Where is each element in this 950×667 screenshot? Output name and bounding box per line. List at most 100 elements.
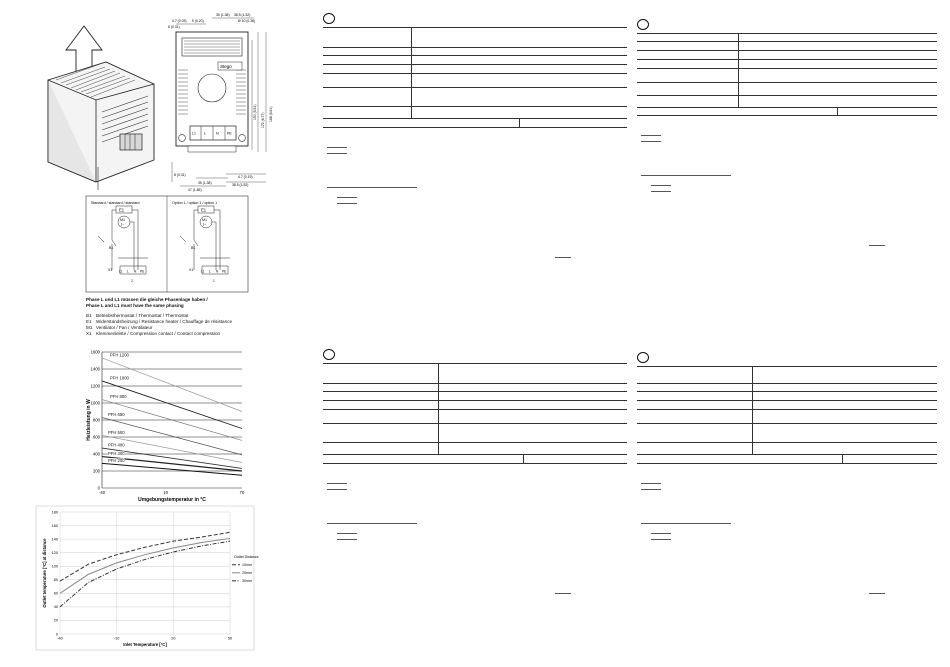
series-label: PFH 800 <box>110 394 127 399</box>
legend-code-x1: X1 <box>86 331 92 336</box>
y-tick-label: 1600 <box>91 349 101 354</box>
text-rule <box>651 539 671 540</box>
chart-frame <box>35 505 255 651</box>
b1-right: B1 <box>191 246 195 250</box>
x-tick-label: 10 <box>163 490 168 495</box>
text-rule <box>327 153 347 154</box>
text-rule <box>641 175 731 176</box>
text-rule <box>641 483 661 484</box>
table-top-rule <box>637 33 937 34</box>
table-row-rule <box>323 73 627 74</box>
term-left-1: L <box>127 270 129 274</box>
language-flag-icon <box>323 13 335 24</box>
term-right-2: N <box>216 270 219 274</box>
y-tick-label: 0 <box>98 485 101 490</box>
table-row-rule <box>637 383 937 384</box>
table-row-rule <box>323 400 627 401</box>
term-right-1: L <box>209 270 211 274</box>
table-row-rule <box>323 127 627 128</box>
series-label: PFH 200 <box>108 458 125 463</box>
table-row-rule <box>637 107 937 108</box>
text-rule <box>337 203 357 204</box>
text-rule <box>327 187 417 188</box>
y-tick-label: 40 <box>54 605 58 609</box>
terminal-label-2: N <box>216 132 219 136</box>
y-axis-label: Heizleistung in W <box>86 399 92 441</box>
table-row-rule <box>637 41 937 42</box>
dim-label-14: 8 (0.31) <box>174 173 186 177</box>
y-tick-label: 800 <box>93 417 101 422</box>
series-label: PFH 400 <box>108 443 125 448</box>
table-column-rule <box>523 454 524 463</box>
e1-left: E1 <box>119 208 125 213</box>
text-rule <box>869 245 885 246</box>
term-right-0: L1 <box>201 270 205 274</box>
term-left-2: N <box>134 270 137 274</box>
text-rule <box>337 197 357 198</box>
table-row-rule <box>323 383 627 384</box>
text-rule <box>555 257 571 258</box>
text-rule <box>337 539 357 540</box>
x-tick-label: -10 <box>114 637 120 641</box>
legend-text-e1: Widerstandsheizung / Resistance heater /… <box>96 319 233 324</box>
text-rule <box>327 483 347 484</box>
product-illustration <box>47 25 155 190</box>
y-tick-label: 600 <box>93 434 101 439</box>
language-flag-icon <box>323 349 335 360</box>
series-line <box>59 531 231 582</box>
text-rule <box>327 489 347 490</box>
dim-label-7: 168 (6.61) <box>269 107 273 122</box>
legend-label: 30mm <box>242 579 252 583</box>
table-column-rule <box>438 363 439 454</box>
x1-left: X1 <box>108 268 112 272</box>
series-line <box>101 357 243 412</box>
y-tick-label: 20 <box>54 619 58 623</box>
wiring-left-title: Standard / standard / standard <box>91 201 140 205</box>
table-row-rule <box>637 409 937 410</box>
table-row-rule <box>637 463 937 464</box>
table-row-rule <box>323 118 627 119</box>
table-row-rule <box>637 50 937 51</box>
y-tick-label: 140 <box>52 537 58 541</box>
table-top-rule <box>323 363 627 364</box>
series-line <box>101 417 243 456</box>
wiring-diagram: Standard / standard / standard Option 1 … <box>85 195 249 293</box>
label-2-left: 2 <box>131 279 133 283</box>
series-line <box>101 434 243 463</box>
series-label: PFH 1000 <box>110 375 130 380</box>
dimension-drawing: Stego L1 L N PE 35 (1.38) 38.5 (1.52) 0.… <box>168 13 273 192</box>
m1-right-sub: 1~ <box>203 223 207 227</box>
table-row-rule <box>637 68 937 69</box>
table-row-rule <box>323 423 627 424</box>
brand-text: Stego <box>220 64 232 69</box>
text-rule <box>651 191 671 192</box>
dim-label-4: Ø 10 (0.38) <box>238 19 255 23</box>
table-row-rule <box>323 106 627 107</box>
term-left-3: PE <box>140 270 144 274</box>
table-column-rule <box>411 27 412 118</box>
table-row-rule <box>323 463 627 464</box>
legend-text-m1: Ventilator / Fan / Ventilateur <box>96 325 153 330</box>
text-rule <box>869 593 885 594</box>
y-tick-label: 1400 <box>91 366 101 371</box>
language-flag-icon <box>637 352 649 363</box>
y-tick-label: 1000 <box>91 400 101 405</box>
wiring-right-title: Option 1 / option 1 / option 1 <box>172 201 217 205</box>
x-axis-label: Umgebungstemperatur in °C <box>138 497 206 503</box>
series-label: PFH 1200 <box>110 352 130 357</box>
table-row-rule <box>323 442 627 443</box>
y-tick-label: 60 <box>54 592 58 596</box>
table-row-rule <box>637 400 937 401</box>
label-1-right: 1 <box>213 279 215 283</box>
language-flag-icon <box>637 19 649 30</box>
legend-label: 20mm <box>242 571 252 575</box>
text-rule <box>327 147 347 148</box>
y-tick-label: 100 <box>52 565 58 569</box>
table-row-rule <box>637 82 937 83</box>
y-axis-label: Outlet temperature [°C] at distance <box>42 538 47 608</box>
m1-left-sub: 1~ <box>121 223 125 227</box>
y-tick-label: 200 <box>93 468 101 473</box>
table-row-rule <box>323 409 627 410</box>
table-row-rule <box>637 115 937 116</box>
